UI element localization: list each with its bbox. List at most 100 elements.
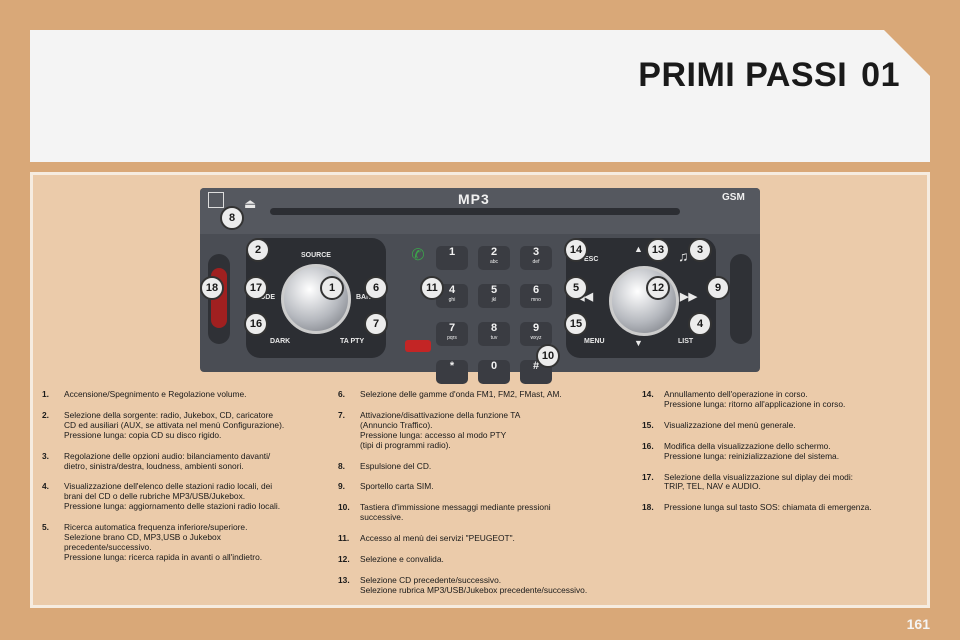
legend-item: 17.Selezione della visualizzazione sul d…	[642, 471, 912, 493]
legend-item-number: 3.	[42, 450, 49, 461]
callout-badge: 3	[688, 238, 712, 262]
legend-item: 2.Selezione della sorgente: radio, Jukeb…	[42, 409, 327, 441]
legend-item: 12. Selezione e convalida.	[338, 554, 628, 565]
legend-item-number: 12.	[338, 554, 350, 565]
legend-item-number: 1.	[42, 389, 49, 399]
gsm-logo: GSM	[722, 192, 745, 203]
callout-badge: 15	[564, 312, 588, 336]
legend-item-text: Ricerca automatica frequenza inferiore/s…	[64, 522, 263, 562]
keypad-digit: 9	[532, 322, 540, 334]
legend-item-text: Selezione della sorgente: radio, Jukebox…	[64, 409, 285, 440]
callout-badge: 4	[688, 312, 712, 336]
legend-item-text: Selezione CD precedente/successivo. Sele…	[360, 574, 588, 595]
radio-faceplate: ⏏ MP3 GSM SOURCE MODE BAND DARK TA PTY ✆…	[200, 188, 760, 384]
header-panel	[30, 30, 930, 162]
music-note-icon[interactable]: ♫	[678, 248, 689, 264]
callout-badge: 16	[244, 312, 268, 336]
legend-item-text: Annullamento dell'operazione in corso. P…	[664, 389, 846, 409]
legend-item: 16. Modifica della visualizzazione dello …	[642, 440, 912, 462]
keypad-digit: 5	[490, 284, 498, 296]
callout-badge: 10	[536, 344, 560, 368]
keypad-digit: 8	[490, 322, 498, 334]
keypad-letters: tuv	[490, 335, 498, 341]
legend-item-text: Selezione della visualizzazione sul dipl…	[664, 471, 854, 492]
up-arrow-icon[interactable]: ▲	[634, 244, 643, 254]
legend-item: 11.Accesso al menù dei servizi "PEUGEOT"…	[338, 533, 628, 544]
keypad-key[interactable]: 0	[478, 360, 510, 384]
keypad-digit: 1	[448, 246, 456, 258]
legend-item-number: 4.	[42, 481, 49, 492]
legend-item-text: Regolazione delle opzioni audio: bilanci…	[64, 450, 271, 471]
legend-item: 1. Accensione/Spegnimento e Regolazione v…	[42, 389, 327, 400]
keypad-letters: jkl	[491, 297, 497, 303]
cd-logo-icon	[208, 192, 224, 208]
legend-item: 3. Regolazione delle opzioni audio: bilan…	[42, 450, 327, 472]
keypad-key[interactable]: 1	[436, 246, 468, 270]
eject-icon[interactable]: ⏏	[244, 196, 257, 211]
legend-item-text: Modifica della visualizzazione dello sch…	[664, 440, 840, 461]
legend-item: 8.Espulsione del CD.	[338, 460, 628, 472]
callout-badge: 7	[364, 312, 388, 336]
legend-item-number: 6.	[338, 389, 345, 399]
band-label: BAND	[356, 294, 377, 301]
legend-item: 9. Sportello carta SIM.	[338, 482, 628, 492]
legend-item: 13. Selezione CD precedente/successivo. S…	[338, 574, 628, 596]
keypad-digit: 6	[532, 284, 540, 296]
callout-badge: 13	[646, 238, 670, 262]
legend-item-text: Sportello carta SIM.	[360, 481, 434, 492]
legend-item-text: Accensione/Spegnimento e Regolazione vol…	[64, 389, 247, 399]
legend-item-text: Selezione e convalida.	[360, 554, 444, 565]
source-label: SOURCE	[301, 252, 331, 259]
keypad-digit: 3	[532, 246, 540, 258]
legend-item-text: Tastiera d'immissione messaggi mediante …	[360, 502, 551, 523]
chapter-number: 01	[861, 56, 900, 94]
legend-item-text: Pressione lunga sul tasto SOS: chiamata …	[664, 502, 872, 513]
legend-item-text: Attivazione/disattivazione della funzion…	[360, 409, 521, 450]
sim-door[interactable]	[730, 254, 752, 344]
selection-knob[interactable]	[609, 266, 679, 336]
esc-label: ESC	[584, 256, 599, 263]
legend-item: 4.Visualizzazione dell'elenco delle staz…	[42, 482, 327, 512]
down-arrow-icon[interactable]: ▼	[634, 338, 643, 348]
legend-item-text: Espulsione del CD.	[360, 460, 432, 471]
legend-item-number: 14.	[642, 389, 654, 399]
volume-knob[interactable]	[281, 264, 351, 334]
legend-item-number: 13.	[338, 574, 350, 585]
legend-item-number: 9.	[338, 481, 345, 492]
keypad-letters: def	[532, 259, 540, 265]
page-number: 161	[906, 616, 930, 632]
page-title: PRIMI PASSI 01	[638, 56, 900, 95]
keypad-letters: pqrs	[447, 335, 457, 341]
legend-item-number: 16.	[642, 440, 654, 451]
callout-badge: 6	[364, 276, 388, 300]
ta-pty-label: TA PTY	[340, 338, 365, 345]
audio-panel: SOURCE MODE BAND DARK TA PTY	[246, 238, 386, 358]
legend-item-number: 15.	[642, 419, 654, 430]
title-text: PRIMI PASSI	[638, 56, 848, 94]
keypad-key[interactable]: *	[436, 360, 468, 384]
hang-up-button[interactable]	[405, 340, 431, 352]
call-icon[interactable]: ✆	[411, 247, 425, 264]
callout-badge: 12	[646, 276, 670, 300]
legend-item: 5.Ricerca automatica frequenza inferiore…	[42, 522, 327, 563]
legend-item-text: Visualizzazione del menù generale.	[664, 419, 796, 430]
legend-item: 14. Annullamento dell'operazione in corso…	[642, 389, 912, 410]
keypad-letters: ghi	[448, 297, 456, 303]
callout-badge: 1	[320, 276, 344, 300]
legend-item-number: 10.	[338, 502, 350, 513]
legend-item: 18.Pressione lunga sul tasto SOS: chiama…	[642, 502, 912, 513]
legend-item-number: 11.	[338, 533, 350, 544]
keypad-digit: *	[449, 360, 455, 372]
fast-forward-icon[interactable]: ▶▶	[680, 291, 697, 303]
legend-item: 15. Visualizzazione del menù generale.	[642, 419, 912, 431]
callout-badge: 8	[220, 206, 244, 230]
keypad-digit: #	[532, 360, 540, 372]
legend-column-3: 14. Annullamento dell'operazione in corso…	[642, 389, 912, 524]
